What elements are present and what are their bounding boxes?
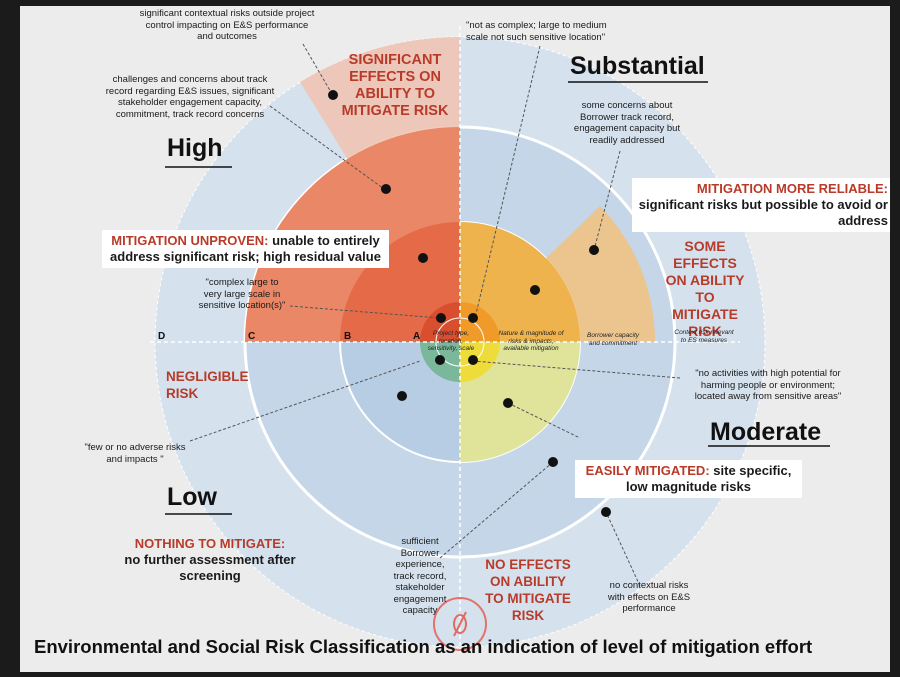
dot (381, 184, 391, 194)
box-text: no further assessment after screening (124, 552, 296, 583)
box-text: significant risks but possible to avoid … (638, 197, 888, 228)
footer-title: Environmental and Social Risk Classifica… (34, 636, 813, 657)
box-mitigation-unproven: MITIGATION UNPROVEN: unable to entirely … (102, 230, 389, 268)
box-easily-mitigated: EASILY MITIGATED: site specific, low mag… (575, 460, 802, 498)
quadrant-title-low: Low (167, 483, 217, 511)
diagram-canvas: High Substantial Moderate Low SIGNIFICAN… (20, 6, 890, 672)
note-not-complex: "not as complex; large to medium scale n… (466, 20, 607, 43)
ring-label-a: A (413, 331, 421, 342)
dot (589, 245, 599, 255)
headline-significant-effects: SIGNIFICANT EFFECTS ON ABILITY TO MITIGA… (341, 52, 449, 119)
logo-circle (433, 597, 487, 651)
headline-no-effects: NO EFFECTS ON ABILITY TO MITIGATE RISK (485, 557, 571, 623)
dot (548, 457, 558, 467)
connector-lines (189, 43, 681, 587)
ring-label-b: B (344, 331, 352, 342)
axis-label-borrower: Borrower capacity and commitment (586, 332, 640, 347)
quadrant-title-substantial: Substantial (570, 52, 705, 80)
box-mitigation-reliable: MITIGATION MORE RELIABLE: significant ri… (632, 178, 890, 232)
ring-label-d: D (158, 331, 166, 342)
note-no-contextual: no contextual risks with effects on E&S … (607, 580, 691, 614)
dot (468, 313, 478, 323)
note-sufficient-borrower: sufficient Borrower experience, track re… (393, 536, 447, 616)
dot (436, 313, 446, 323)
headline-some-effects: SOME EFFECTS ON ABILITY TO MITIGATE RISK (665, 238, 745, 339)
quadrant-title-moderate: Moderate (710, 418, 822, 446)
note-few-adverse: "few or no adverse risks and impacts " (84, 442, 186, 465)
moderate-wedge-b (460, 342, 580, 462)
marker-dots (328, 90, 611, 517)
dot (503, 398, 513, 408)
box-key: NOTHING TO MITIGATE: (134, 536, 286, 551)
dot (397, 391, 407, 401)
box-text: site specific, low magnitude risks (626, 463, 792, 494)
dot (601, 507, 611, 517)
dot (468, 355, 478, 365)
substantial-wedge-a (460, 302, 500, 342)
ring-label-c: C (248, 331, 256, 342)
note-no-activities: "no activities with high potential for h… (694, 368, 842, 402)
note-contextual-high: significant contextual risks outside pro… (139, 8, 315, 42)
logo-mark (453, 611, 467, 637)
dot (435, 355, 445, 365)
box-key: MITIGATION UNPROVEN: (111, 233, 269, 248)
quadrant-title-high: High (167, 134, 223, 162)
note-complex-high: "complex large to very large scale in se… (198, 277, 286, 311)
dot (530, 285, 540, 295)
note-track-record-high: challenges and concerns about track reco… (105, 74, 275, 120)
axis-label-nature: Nature & magnitude of risks & impacts, a… (498, 330, 564, 352)
axis-label-project-type: Project type, location, sensitivity, sca… (427, 330, 475, 352)
axis-label-context: Context risk relevant to ES measures (674, 329, 734, 344)
risk-classification-diagram (150, 26, 830, 656)
substantial-wedge-b (460, 222, 580, 342)
headline-negligible: NEGLIGIBLE RISK (166, 369, 249, 401)
box-key: MITIGATION MORE RELIABLE: (696, 181, 888, 196)
box-text: unable to entirely address significant r… (110, 233, 381, 264)
box-key: EASILY MITIGATED: (585, 463, 710, 478)
note-concerns-borrower: some concerns about Borrower track recor… (573, 100, 681, 146)
box-nothing-to-mitigate: NOTHING TO MITIGATE: no further assessme… (86, 533, 334, 587)
dot (328, 90, 338, 100)
dot (418, 253, 428, 263)
